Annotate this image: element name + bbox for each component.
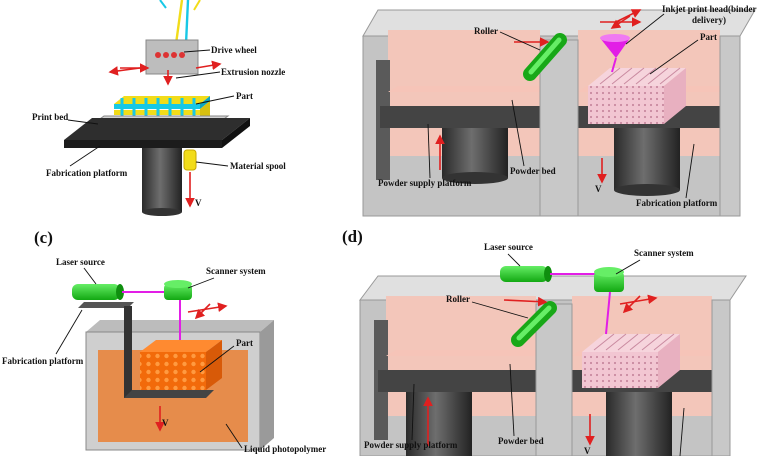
- inkjet-head: [600, 38, 630, 58]
- label-laser-source-c: Laser source: [56, 257, 105, 267]
- scanner-system-d: [594, 267, 624, 292]
- powder-supply-platform-d: [378, 370, 548, 392]
- label-liquid-photopolymer: Liquid photopolymer: [244, 444, 326, 454]
- label-fabrication-platform-b: Fabrication platform: [636, 198, 718, 208]
- label-part-a: Part: [236, 91, 253, 101]
- panel-b: V Roller Inkjet print head(binder delive…: [362, 4, 757, 217]
- panel-d: (d): [342, 227, 747, 456]
- label-fabrication-platform-a: Fabrication platform: [46, 168, 128, 178]
- roller-d: [511, 301, 557, 347]
- powder-supply-platform: [380, 106, 552, 128]
- laser-source-d: [500, 266, 552, 282]
- label-roller-b: Roller: [474, 26, 498, 36]
- part-b: [588, 67, 686, 124]
- roller-b: [523, 33, 567, 81]
- label-powder-supply-b: Powder supply platform: [378, 178, 472, 188]
- part-d: [582, 333, 680, 388]
- panel-a-axis-v: V: [195, 198, 202, 208]
- fabrication-platform: [64, 118, 250, 140]
- scanner-system-c: [164, 280, 192, 300]
- label-scanner-system-d: Scanner system: [634, 248, 694, 258]
- panel-a: V Drive wheel Extrusion nozzle Part Prin…: [32, 0, 286, 216]
- label-extrusion-nozzle: Extrusion nozzle: [221, 67, 285, 77]
- label-roller-d: Roller: [446, 294, 470, 304]
- label-laser-source-d: Laser source: [484, 242, 533, 252]
- label-inkjet-head: Inkjet print head(binder: [662, 4, 757, 14]
- label-inkjet-head-2: delivery): [692, 15, 726, 25]
- label-fabrication-platform-c: Fabrication platform: [2, 356, 84, 366]
- material-spool: [183, 149, 197, 171]
- label-powder-supply-d: Powder supply platform: [364, 440, 458, 450]
- label-part-c: Part: [236, 338, 253, 348]
- label-powder-bed-b: Powder bed: [510, 166, 556, 176]
- label-material-spool: Material spool: [230, 161, 286, 171]
- panel-d-axis-v: V: [584, 446, 591, 456]
- panel-b-axis-v: V: [595, 184, 602, 194]
- label-scanner-system-c: Scanner system: [206, 266, 266, 276]
- label-part-b: Part: [700, 32, 717, 42]
- panel-c: (c) V Laser source: [2, 228, 326, 454]
- label-powder-bed-d: Powder bed: [498, 436, 544, 446]
- part-c: [140, 340, 222, 390]
- panel-d-label: (d): [342, 227, 363, 246]
- panel-c-label: (c): [34, 228, 53, 247]
- label-print-bed: Print bed: [32, 112, 68, 122]
- panel-c-axis-v: V: [162, 418, 169, 428]
- laser-source-c: [72, 284, 124, 300]
- label-drive-wheel: Drive wheel: [211, 45, 257, 55]
